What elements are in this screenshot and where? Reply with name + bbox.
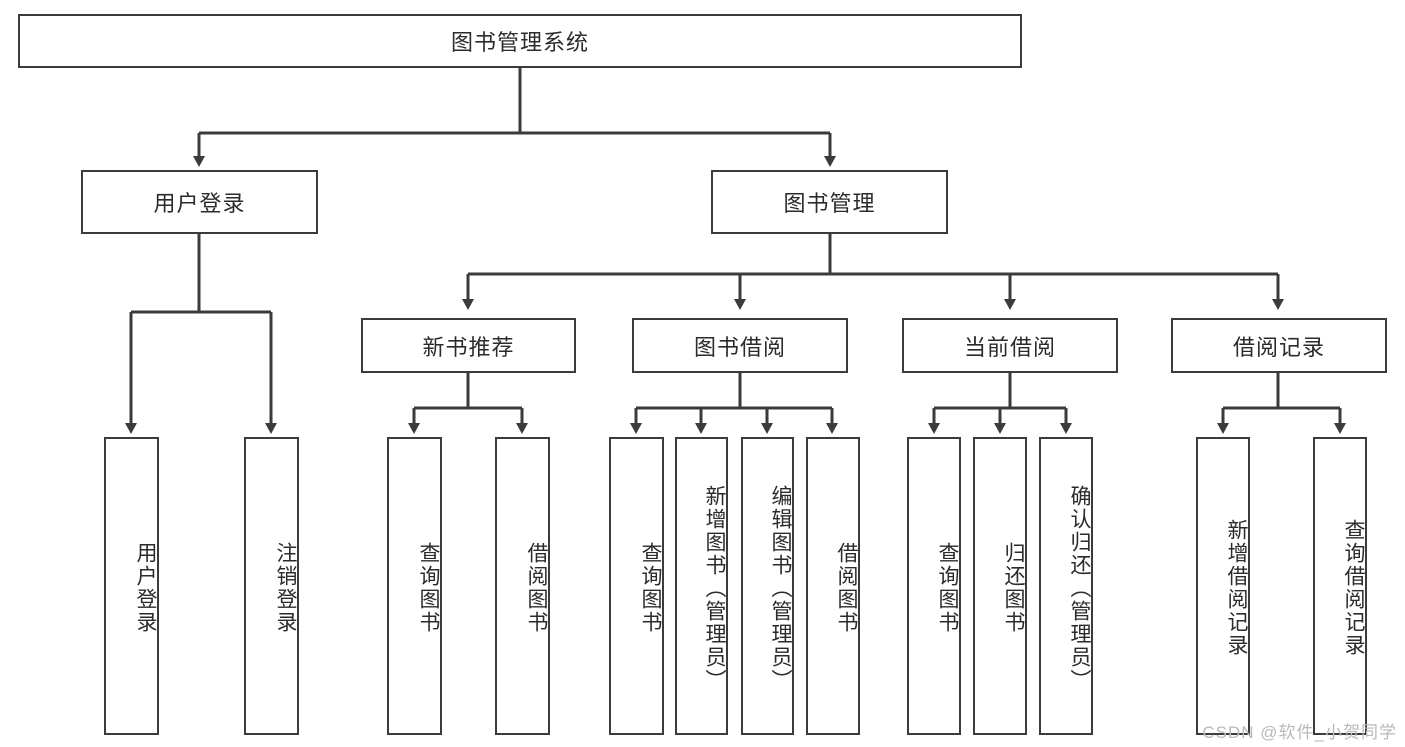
node-label: 图书管理 bbox=[783, 191, 876, 216]
node-label: 查询图书 bbox=[936, 542, 959, 634]
node-root[interactable]: 图书管理系统 bbox=[18, 14, 1022, 68]
node-label: 用户登录 bbox=[134, 542, 157, 634]
node-label: 当前借阅 bbox=[963, 334, 1056, 360]
leaf-logout[interactable]: 注销登录 bbox=[244, 437, 299, 735]
node-label: 新增借阅记录 bbox=[1225, 519, 1248, 657]
node-label: 用户登录 bbox=[153, 191, 246, 216]
node-label: 注销登录 bbox=[274, 542, 297, 634]
node-label: 查询图书 bbox=[639, 542, 662, 634]
leaf-query-book-recommend[interactable]: 查询图书 bbox=[387, 437, 442, 735]
node-label: 借阅图书 bbox=[525, 542, 548, 634]
node-label: 借阅记录 bbox=[1232, 334, 1325, 360]
leaf-query-borrow-record[interactable]: 查询借阅记录 bbox=[1313, 437, 1367, 735]
leaf-edit-book-admin[interactable]: 编辑图书（管理员） bbox=[741, 437, 794, 735]
leaf-query-book-current[interactable]: 查询图书 bbox=[907, 437, 961, 735]
leaf-query-book-borrow[interactable]: 查询图书 bbox=[609, 437, 664, 735]
node-book-management[interactable]: 图书管理 bbox=[711, 170, 948, 234]
node-label: 新增图书（管理员） bbox=[703, 484, 726, 692]
node-new-book-recommend[interactable]: 新书推荐 bbox=[361, 318, 576, 373]
node-label: 查询图书 bbox=[417, 542, 440, 634]
leaf-borrow-book-recommend[interactable]: 借阅图书 bbox=[495, 437, 550, 735]
leaf-user-login[interactable]: 用户登录 bbox=[104, 437, 159, 735]
node-label: 查询借阅记录 bbox=[1342, 519, 1365, 657]
node-label: 编辑图书（管理员） bbox=[769, 484, 792, 692]
node-label: 图书借阅 bbox=[693, 334, 786, 360]
leaf-add-book-admin[interactable]: 新增图书（管理员） bbox=[675, 437, 728, 735]
leaf-add-borrow-record[interactable]: 新增借阅记录 bbox=[1196, 437, 1250, 735]
node-current-borrow[interactable]: 当前借阅 bbox=[902, 318, 1118, 373]
node-borrow-records[interactable]: 借阅记录 bbox=[1171, 318, 1387, 373]
leaf-borrow-book[interactable]: 借阅图书 bbox=[806, 437, 860, 735]
node-user-login[interactable]: 用户登录 bbox=[81, 170, 318, 234]
node-label: 确认归还（管理员） bbox=[1068, 484, 1091, 692]
node-label: 归还图书 bbox=[1002, 542, 1025, 634]
leaf-return-book[interactable]: 归还图书 bbox=[973, 437, 1027, 735]
leaf-confirm-return-admin[interactable]: 确认归还（管理员） bbox=[1039, 437, 1093, 735]
node-book-borrow[interactable]: 图书借阅 bbox=[632, 318, 848, 373]
node-label: 借阅图书 bbox=[835, 542, 858, 634]
node-label: 新书推荐 bbox=[422, 334, 515, 360]
watermark: CSDN @软件_小贺同学 bbox=[1202, 723, 1397, 742]
node-label: 图书管理系统 bbox=[450, 30, 589, 55]
